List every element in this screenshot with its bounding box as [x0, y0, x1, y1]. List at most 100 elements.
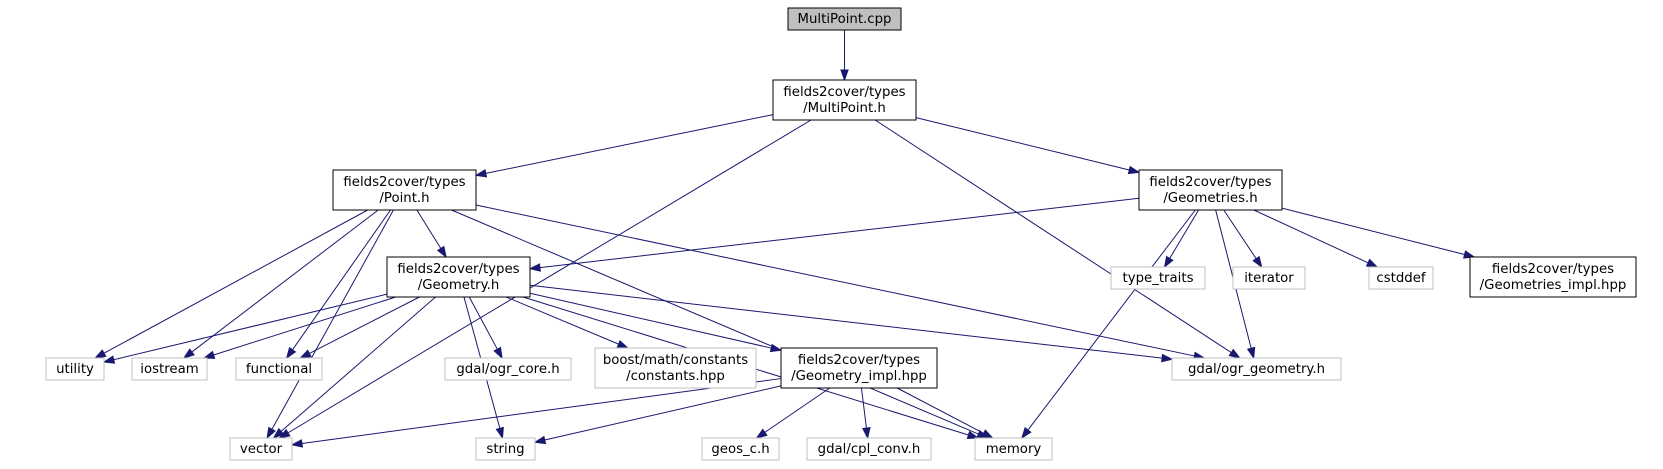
- node-type-traits: type_traits: [1110, 266, 1206, 290]
- edge-line: [529, 284, 1163, 359]
- node-gdal-ogr-geometry-h: gdal/ogr_geometry.h: [1171, 357, 1342, 381]
- edge-line: [874, 119, 1232, 353]
- node-label: fields2cover/types: [1149, 175, 1271, 190]
- edge-line: [860, 387, 867, 429]
- node-box: [1138, 169, 1283, 211]
- node-box: [974, 437, 1053, 461]
- arrow-head: [1365, 258, 1379, 268]
- node-label: gdal/ogr_core.h: [456, 362, 559, 377]
- node-box: [131, 357, 208, 381]
- node-fields2cover-types-geometries-h[interactable]: fields2cover/types/Geometries.h: [1138, 169, 1283, 211]
- edge-point_h-to-iostream: [182, 209, 379, 359]
- edge-geometries_h-to-geometry_h: [528, 197, 1140, 272]
- node-box: [444, 357, 572, 381]
- edge-line: [485, 114, 774, 174]
- node-label: boost/math/constants: [603, 353, 748, 368]
- arrow-head: [1161, 353, 1174, 363]
- arrow-head: [290, 439, 303, 448]
- edge-geometry_h-to-gdal_ogr_core: [468, 296, 503, 360]
- edge-geometry_impl-to-string: [533, 385, 782, 445]
- edge-line: [1169, 209, 1199, 259]
- edge-geometry_h-to-iostream: [202, 296, 396, 359]
- node-label: /Geometry_impl.hpp: [791, 369, 927, 384]
- arrow-head: [616, 339, 630, 349]
- node-label: utility: [56, 362, 94, 377]
- edge-point_h-to-utility: [93, 209, 368, 359]
- node-label: gdal/cpl_conv.h: [818, 442, 921, 457]
- node-cstddef: cstddef: [1368, 266, 1434, 290]
- nodes-layer: MultiPoint.cpp fields2cover/types/MultiPo…: [45, 7, 1637, 461]
- node-fields2cover-types-geometry-impl-hpp[interactable]: fields2cover/types/Geometry_impl.hpp: [780, 347, 938, 389]
- edge-line: [505, 296, 619, 345]
- edge-multipoint_h-to-gdal_ogr_geometry: [874, 119, 1241, 359]
- node-label: /Point.h: [379, 191, 429, 206]
- node-box: [1232, 266, 1306, 290]
- node-box: [594, 347, 757, 389]
- node-label: fields2cover/types: [343, 175, 465, 190]
- node-multipoint-cpp[interactable]: MultiPoint.cpp: [787, 7, 902, 31]
- node-string: string: [475, 437, 536, 461]
- edge-line: [309, 296, 420, 354]
- edges-layer: [93, 30, 1476, 448]
- arrow-head: [840, 69, 849, 82]
- arrow-head: [495, 426, 504, 440]
- node-fields2cover-types-point-h[interactable]: fields2cover/types/Point.h: [332, 169, 477, 211]
- node-label: vector: [240, 442, 283, 457]
- node-label: fields2cover/types: [397, 262, 519, 277]
- arrow-head: [1246, 346, 1256, 360]
- node-label: fields2cover/types: [1492, 262, 1614, 277]
- edge-geometry_impl-to-gdal_cpl_conv: [860, 387, 871, 440]
- arrow-head: [272, 427, 285, 439]
- node-functional: functional: [235, 357, 323, 381]
- arrow-head: [285, 346, 297, 360]
- edge-line: [280, 296, 436, 432]
- node-vector: vector: [229, 437, 293, 461]
- edge-point_h-to-vector: [266, 209, 394, 440]
- edge-point_h-to-functional: [285, 209, 391, 360]
- edge-line: [271, 209, 394, 430]
- edge-geometry_h-to-boost_constants: [505, 296, 630, 349]
- edge-line: [113, 293, 388, 361]
- edge-line: [896, 387, 984, 434]
- node-label: iterator: [1244, 271, 1294, 286]
- node-fields2cover-types-geometries-impl-hpp[interactable]: fields2cover/types/Geometries_impl.hpp: [1469, 256, 1637, 298]
- node-box: [45, 357, 105, 381]
- edge-line: [301, 378, 782, 444]
- edge-line: [292, 209, 391, 351]
- edge-line: [287, 119, 812, 434]
- arrow-head: [1163, 255, 1174, 269]
- node-label: gdal/ogr_geometry.h: [1188, 362, 1325, 377]
- node-label: string: [486, 442, 524, 457]
- arrow-head: [769, 343, 783, 353]
- edge-geometry_h-to-functional: [299, 296, 420, 359]
- edge-line: [191, 209, 379, 353]
- arrow-head: [266, 426, 276, 440]
- edge-line: [544, 385, 782, 441]
- node-label: fields2cover/types: [783, 85, 905, 100]
- arrow-head: [981, 429, 994, 439]
- arrow-head: [533, 435, 547, 445]
- node-label: MultiPoint.cpp: [798, 12, 892, 27]
- arrow-head: [966, 430, 980, 440]
- arrow-head: [474, 169, 488, 178]
- edge-point_h-to-geometry_h: [416, 209, 447, 259]
- arrow-head: [93, 349, 107, 359]
- arrow-head: [1228, 348, 1241, 359]
- node-label: fields2cover/types: [798, 353, 920, 368]
- edge-line: [468, 296, 498, 350]
- edge-line: [529, 292, 772, 349]
- node-iterator: iterator: [1232, 266, 1306, 290]
- node-boost-math-constants-hpp: boost/math/constants/constants.hpp: [594, 347, 757, 389]
- edge-geometry_impl-to-memory: [896, 387, 994, 439]
- arrow-head: [528, 263, 541, 272]
- node-fields2cover-types-multipoint-h[interactable]: fields2cover/types/MultiPoint.h: [772, 79, 917, 121]
- edge-line: [103, 209, 368, 354]
- node-geos-c-h: geos_c.h: [701, 437, 780, 461]
- arrow-head: [1020, 427, 1032, 440]
- node-box: [772, 79, 917, 121]
- node-fields2cover-types-geometry-h[interactable]: fields2cover/types/Geometry.h: [386, 256, 531, 298]
- edge-line: [451, 209, 979, 435]
- edge-multipoint_h-to-point_h: [474, 114, 774, 178]
- edge-geometries_h-to-iterator: [1223, 209, 1263, 269]
